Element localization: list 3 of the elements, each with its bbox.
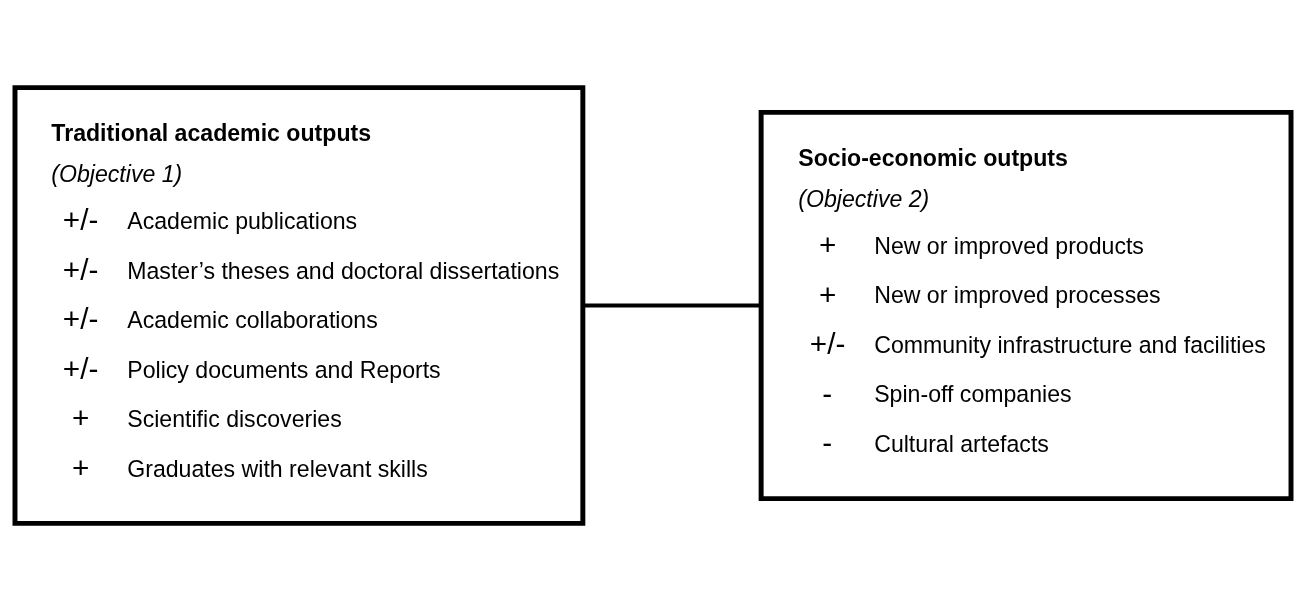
node-box: Traditional academic outputs (Objective 1) +/- Academic publications +/- Master’s theses and doctoral dissertations +/- Academic collaborations +/- Policy documents and Reports + Scientific discoveries + Graduates with relevant skills [12,85,586,526]
node-box: Socio-economic outputs (Objective 2) + New or improved products + New or improved processes +/- Community infrastructure and facilities - Spin-off companies - Cultural artefacts [758,109,1294,502]
connector [583,303,761,308]
